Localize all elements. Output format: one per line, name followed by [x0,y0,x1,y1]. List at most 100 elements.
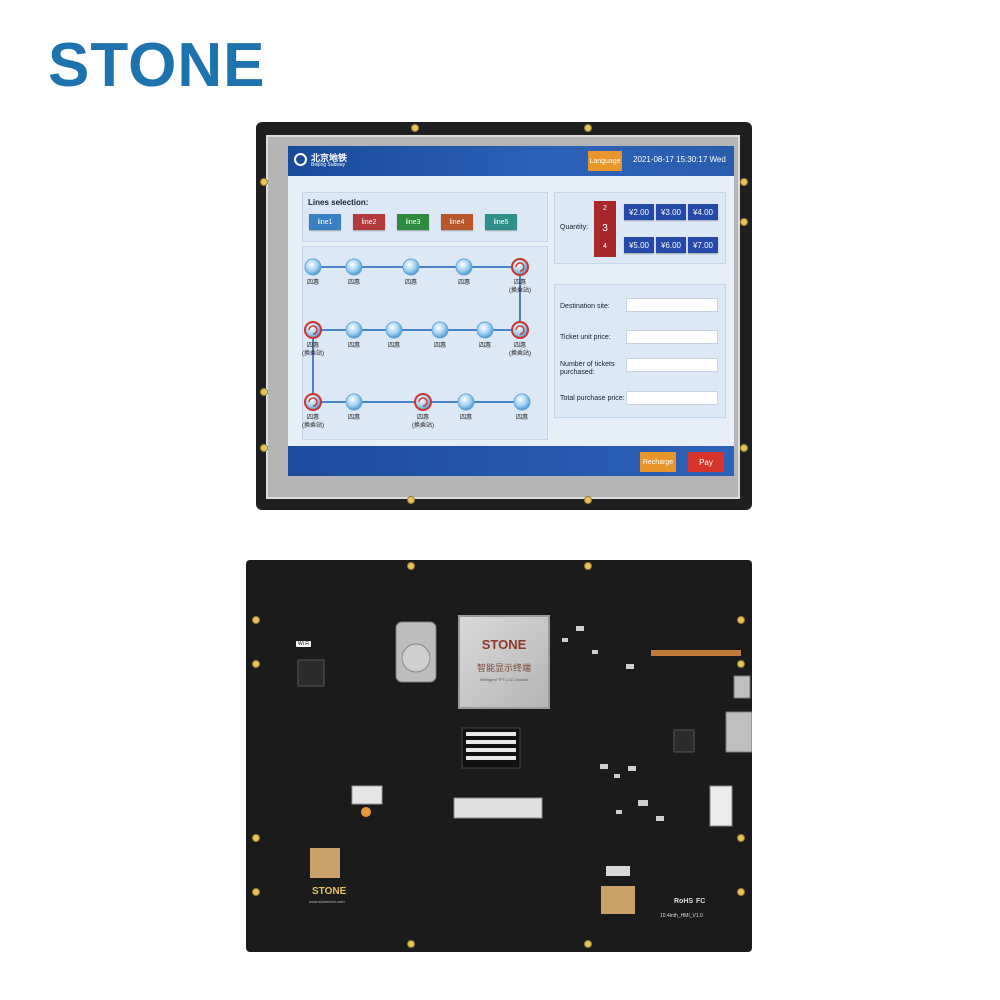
board-brand: STONE [312,886,347,897]
station-label: 四惠 [404,280,418,286]
price-button[interactable]: ¥4.00 [688,204,718,220]
mounting-hole [407,562,415,570]
mounting-hole [584,124,592,132]
station-label: 四惠 [433,343,447,349]
chip-en-text: Intelligent TFT-LCD Module [479,677,529,682]
line4-button[interactable]: line4 [441,214,473,230]
transfer-station-label: 四惠 (换乘站) [302,415,324,429]
station-icon[interactable] [457,393,475,411]
station-icon[interactable] [345,393,363,411]
station-label: 四惠 [387,343,401,349]
unit-price-field[interactable] [626,330,718,344]
chip-cn-text: 智能显示终端 [476,663,531,673]
route-map [304,258,531,411]
touch-screen: 北京地铁 Beijing Subway Language 2021-08-17 … [288,146,734,476]
price-button[interactable]: ¥5.00 [624,237,654,253]
mounting-hole [740,218,748,226]
station-icon[interactable] [513,393,531,411]
transfer-station-label: 四惠 (换乘站) [302,343,324,357]
transfer-station-icon[interactable] [304,393,322,411]
mounting-hole [584,562,592,570]
station-icon[interactable] [402,258,420,276]
quantity-option[interactable]: 2 [603,205,607,212]
total-price-field[interactable] [626,391,718,405]
price-button[interactable]: ¥2.00 [624,204,654,220]
station-icon[interactable] [431,321,449,339]
station-icon[interactable] [304,258,322,276]
line1-button[interactable]: line1 [309,214,341,230]
subway-logo-icon [294,153,307,166]
price-button[interactable]: ¥3.00 [656,204,686,220]
mounting-hole [411,124,419,132]
transfer-arrow-icon [418,397,428,407]
station-icon[interactable] [345,321,363,339]
mounting-hole [260,388,268,396]
station-icon[interactable] [476,321,494,339]
transfer-arrow-icon [308,325,318,335]
station-label: 四惠 [347,343,361,349]
mounting-hole [584,940,592,948]
brand-logo-text: STONE [48,31,266,100]
mounting-hole [737,616,745,624]
station-label: 四惠 [459,415,473,421]
chip-brand: STONE [481,637,527,652]
mounting-hole [407,940,415,948]
transfer-arrow-icon [308,397,318,407]
quantity-selected[interactable]: 3 [602,223,608,234]
mounting-hole [737,834,745,842]
mounting-hole [252,834,260,842]
line5-button[interactable]: line5 [485,214,517,230]
station-label: 四惠 [347,280,361,286]
line3-button[interactable]: line3 [397,214,429,230]
tickets-field[interactable] [626,358,718,372]
price-button[interactable]: ¥6.00 [656,237,686,253]
transfer-station-icon[interactable] [511,321,529,339]
tickets-label: Number of tickets purchased: [560,361,615,376]
transfer-station-label: 四惠 (换乘站) [509,343,531,357]
mounting-hole [252,616,260,624]
wifi-label: Wi Fi [296,641,312,647]
station-label: 四惠 [306,280,320,286]
subway-logo-en: Beijing Subway [311,162,346,168]
datetime-display: 2021-08-17 15:30:17 Wed [633,155,726,164]
board-version: 10.4inth_HMI_V1.0 [660,913,703,919]
transfer-station-icon[interactable] [304,321,322,339]
unit-price-label: Ticket unit price: [560,334,611,341]
price-button[interactable]: ¥7.00 [688,237,718,253]
pay-button[interactable]: Pay [688,452,724,472]
station-icon[interactable] [345,258,363,276]
station-label: 四惠 [515,415,529,421]
rohs-mark: RoHS [674,898,694,905]
recharge-button[interactable]: Recharge [640,452,676,472]
station-icon[interactable] [385,321,403,339]
destination-label: Destination site: [560,303,610,310]
transfer-arrow-icon [515,325,525,335]
station-label: 四惠 [478,343,492,349]
mounting-hole [740,178,748,186]
transfer-station-icon[interactable] [511,258,529,276]
line2-button[interactable]: line2 [353,214,385,230]
main-controller-chip: STONE 智能显示终端 Intelligent TFT-LCD Module [458,615,550,709]
station-label: 四惠 [347,415,361,421]
pcb-components [297,621,752,914]
mounting-hole [407,496,415,504]
quantity-option[interactable]: 4 [603,243,607,250]
mounting-hole [737,888,745,896]
mounting-hole [252,888,260,896]
transfer-station-label: 四惠 (换乘站) [412,415,434,429]
language-button[interactable]: Language [588,151,622,171]
mounting-hole [584,496,592,504]
mounting-hole [260,178,268,186]
station-icon[interactable] [455,258,473,276]
quantity-picker[interactable]: 2 3 4 [594,201,616,257]
fc-mark: FC [696,898,706,905]
transfer-station-icon[interactable] [414,393,432,411]
transfer-station-label: 四惠 (换乘站) [509,280,531,294]
transfer-arrow-icon [515,262,525,272]
mounting-hole [737,660,745,668]
board-url: www.stonetech.com [309,899,345,904]
mounting-hole [260,444,268,452]
total-price-label: Total purchase price: [560,395,625,402]
destination-field[interactable] [626,298,718,312]
mounting-hole [740,444,748,452]
